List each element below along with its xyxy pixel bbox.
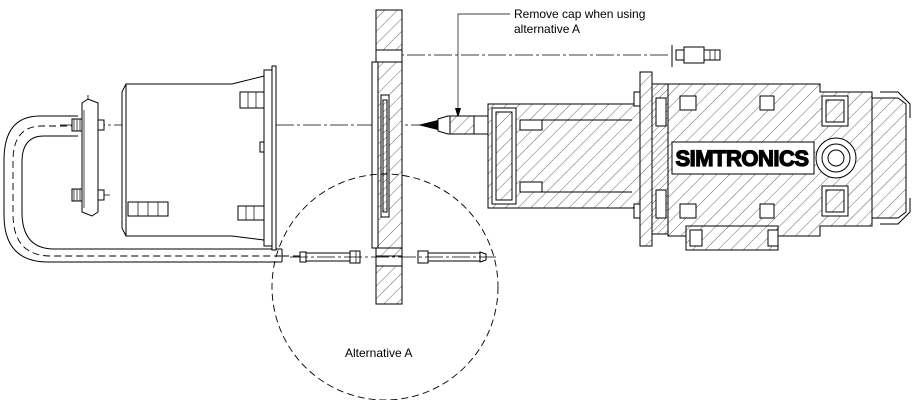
cap-note-line2: alternative A [514,22,580,36]
screw-upper [71,118,105,132]
cap-plug [671,45,721,67]
alignment-pin [418,115,489,135]
cable-conduit [3,115,300,263]
gas-detector: SIMTRONICS [487,71,911,251]
mounting-flange [371,9,403,305]
cap-note-line1: Remove cap when using [514,7,645,21]
alternative-a-circle [271,173,499,400]
sensor-window [815,137,857,179]
cap-note: Remove cap when using alternative A [514,7,645,36]
cap-note-leader [455,13,510,118]
junction-box [121,65,277,251]
screw-lower [71,188,105,202]
alternative-a-label: Alternative A [345,346,412,360]
mounting-bracket [71,98,105,217]
detector-logo: SIMTRONICS [675,146,808,171]
